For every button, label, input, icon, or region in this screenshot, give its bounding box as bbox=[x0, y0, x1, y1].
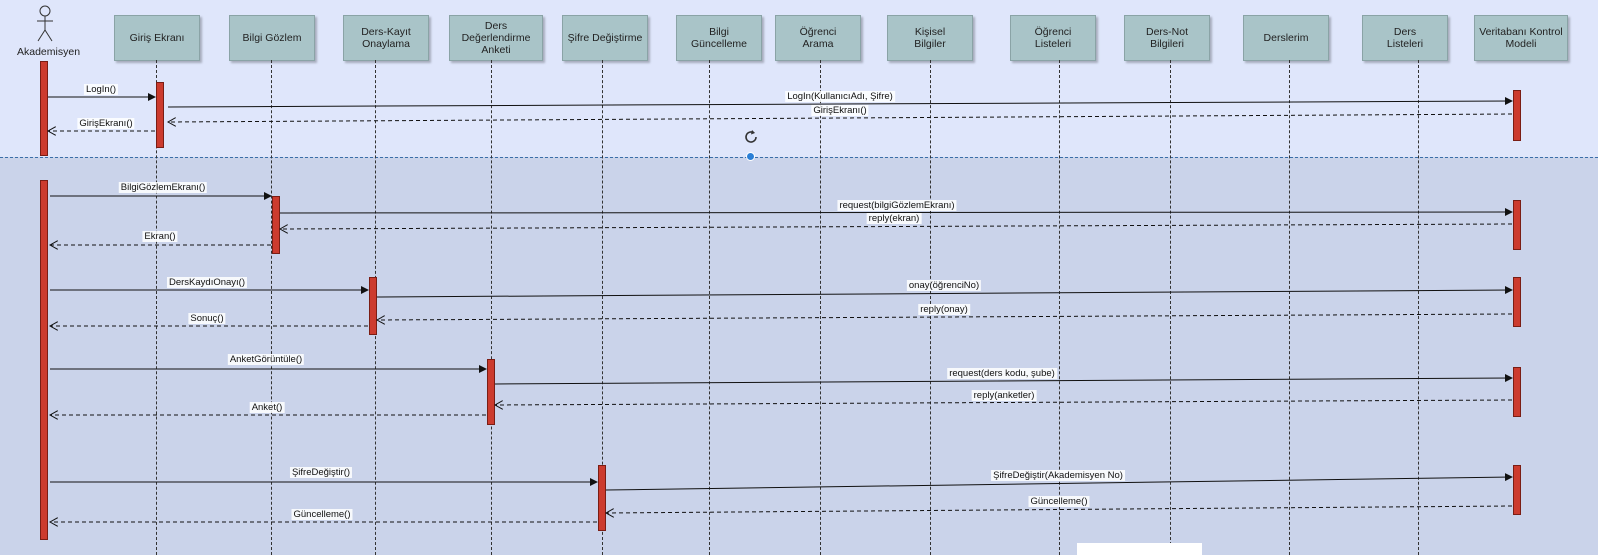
activation-db-bilgi[interactable] bbox=[1513, 200, 1521, 250]
message-arrow-18[interactable] bbox=[606, 505, 1513, 513]
activation-actor-login[interactable] bbox=[40, 61, 48, 156]
activation-actor-main[interactable] bbox=[40, 180, 48, 540]
message-arrow-9[interactable] bbox=[376, 286, 1513, 298]
message-arrow-13[interactable] bbox=[494, 374, 1513, 385]
msg-label-login[interactable]: LogIn() bbox=[83, 84, 119, 95]
msg-label-reply-onay[interactable]: reply(onay) bbox=[918, 304, 970, 315]
participant-derslerim[interactable]: Derslerim bbox=[1243, 15, 1329, 61]
msg-label-anket-goruntule[interactable]: AnketGörüntüle() bbox=[227, 354, 305, 365]
lifeline-sifre-degistirme bbox=[602, 60, 603, 555]
fragment-divider[interactable] bbox=[0, 157, 1598, 158]
lifeline-bilgi-guncelleme bbox=[709, 60, 710, 555]
msg-label-ders-kaydi-onayi[interactable]: DersKaydıOnayı() bbox=[166, 277, 248, 288]
message-arrow-5[interactable] bbox=[279, 208, 1513, 217]
msg-label-guncelleme-actor[interactable]: Güncelleme() bbox=[291, 509, 353, 520]
activation-giris-ekrani[interactable] bbox=[156, 82, 164, 148]
participant-ders-degerlendirme-anketi[interactable]: Ders Değerlendirme Anketi bbox=[449, 15, 543, 61]
msg-label-giris-ekrani-actor[interactable]: GirişEkranı() bbox=[77, 118, 135, 129]
lifeline-bilgi-gozlem bbox=[271, 60, 272, 555]
actor-label: Akademisyen bbox=[17, 46, 81, 58]
msg-label-login-db[interactable]: LogIn(KullanıcıAdı, Şifre) bbox=[785, 91, 895, 102]
lifeline-ogrenci-listeleri bbox=[1059, 60, 1060, 555]
activation-db-sifre[interactable] bbox=[1513, 465, 1521, 515]
stick-figure-actor-icon[interactable] bbox=[36, 5, 54, 43]
participant-ders-kayit-onaylama[interactable]: Ders-Kayıt Onaylama bbox=[343, 15, 429, 61]
lifeline-ders-not-bilgileri bbox=[1170, 60, 1171, 555]
msg-label-anket[interactable]: Anket() bbox=[249, 402, 285, 413]
activation-db-login[interactable] bbox=[1513, 90, 1521, 141]
selection-handle[interactable] bbox=[746, 152, 755, 161]
msg-label-guncelleme-return[interactable]: Güncelleme() bbox=[1028, 496, 1090, 507]
activation-db-anket[interactable] bbox=[1513, 367, 1521, 417]
activation-db-ders-kayit[interactable] bbox=[1513, 277, 1521, 327]
lifeline-ders-listeleri bbox=[1418, 60, 1419, 555]
lifeline-ogrenci-arama bbox=[820, 60, 821, 555]
msg-label-reply-ekran[interactable]: reply(ekran) bbox=[866, 213, 922, 224]
msg-label-onay-ogrenci-no[interactable]: onay(öğrenciNo) bbox=[906, 280, 982, 291]
lifeline-giris-ekrani bbox=[156, 60, 157, 555]
activation-sifre[interactable] bbox=[598, 465, 606, 531]
msg-label-giris-ekrani-return[interactable]: GirişEkranı() bbox=[811, 105, 869, 116]
lifeline-derslerim bbox=[1289, 60, 1290, 555]
lifeline-ders-degerlendirme-anketi bbox=[491, 60, 492, 555]
message-arrow-17[interactable] bbox=[605, 473, 1513, 491]
participant-sifre-degistirme[interactable]: Şifre Değiştirme bbox=[562, 15, 648, 61]
msg-label-reply-anketler[interactable]: reply(anketler) bbox=[971, 390, 1037, 401]
participant-bilgi-guncelleme[interactable]: Bilgi Güncelleme bbox=[676, 15, 762, 61]
message-arrow-6[interactable] bbox=[280, 223, 1513, 229]
msg-label-sifre-degistir[interactable]: ŞifreDeğiştir() bbox=[289, 467, 353, 478]
msg-label-sonuc[interactable]: Sonuç() bbox=[188, 313, 226, 324]
message-arrow-2[interactable] bbox=[168, 113, 1513, 122]
message-arrow-1[interactable] bbox=[167, 97, 1513, 108]
activation-anket[interactable] bbox=[487, 359, 495, 425]
msg-label-sifre-degistir-db[interactable]: ŞifreDeğiştir(Akademisyen No) bbox=[991, 470, 1125, 481]
msg-label-ekran[interactable]: Ekran() bbox=[142, 231, 178, 242]
participant-bilgi-gozlem[interactable]: Bilgi Gözlem bbox=[229, 15, 315, 61]
participant-giris-ekrani[interactable]: Giriş Ekranı bbox=[114, 15, 200, 61]
participant-ders-listeleri[interactable]: Ders Listeleri bbox=[1362, 15, 1448, 61]
partial-white-box bbox=[1077, 543, 1202, 555]
msg-label-request-ders-kodu[interactable]: request(ders kodu, şube) bbox=[947, 368, 1057, 379]
activation-ders-kayit[interactable] bbox=[369, 277, 377, 335]
participant-ogrenci-arama[interactable]: Öğrenci Arama bbox=[775, 15, 861, 61]
participant-ogrenci-listeleri[interactable]: Öğrenci Listeleri bbox=[1010, 15, 1096, 61]
message-arrow-10[interactable] bbox=[377, 313, 1513, 320]
msg-label-request-bilgi[interactable]: request(bilgiGözlemEkranı) bbox=[837, 200, 957, 211]
rotate-handle-icon[interactable] bbox=[742, 128, 760, 146]
participant-veritabani-kontrol-modeli[interactable]: Veritabanı Kontrol Modeli bbox=[1474, 15, 1568, 61]
message-arrow-14[interactable] bbox=[495, 399, 1513, 405]
msg-label-bilgi-gozlem-ekrani[interactable]: BilgiGözlemEkranı() bbox=[118, 182, 208, 193]
participant-ders-not-bilgileri[interactable]: Ders-Not Bilgileri bbox=[1124, 15, 1210, 61]
